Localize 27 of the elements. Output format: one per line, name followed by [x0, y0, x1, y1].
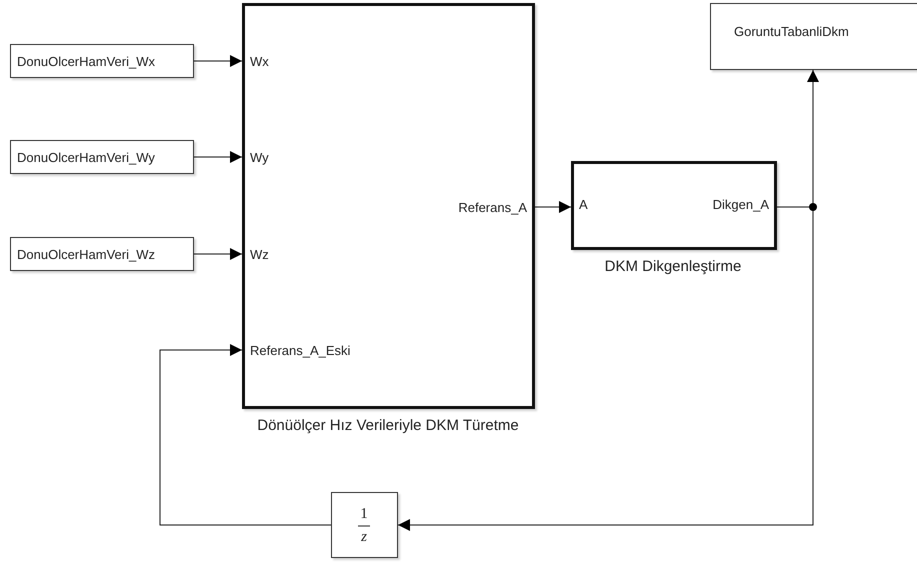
signal-line	[194, 55, 242, 67]
block-label: DonuOlcerHamVeri_Wz	[17, 246, 155, 262]
block	[10, 140, 194, 174]
block	[10, 44, 194, 78]
signal-line	[534, 201, 572, 213]
block-label: DonuOlcerHamVeri_Wx	[17, 54, 155, 68]
block	[10, 237, 194, 271]
subsystem-block	[571, 161, 777, 250]
port-label: Wx	[250, 54, 269, 68]
port-label: Wz	[250, 246, 269, 262]
signal-line	[160, 344, 332, 526]
signal-line	[194, 248, 242, 260]
block-caption: DKM Dikgenleştirme	[604, 258, 742, 276]
signal-line	[194, 151, 242, 163]
subsystem-block	[242, 3, 535, 409]
port-label: A	[579, 196, 588, 212]
denominator-text: z	[361, 530, 367, 544]
block-caption: Dönüölçer Hız Verileriyle DKM Türetme	[257, 417, 519, 435]
block-label: GoruntuTabanliDkm	[734, 24, 849, 38]
block	[710, 3, 917, 70]
port-label: Dikgen_A	[712, 196, 769, 212]
block-label: DonuOlcerHamVeri_Wy	[17, 150, 155, 164]
unit-delay-block	[331, 492, 398, 558]
numerator-text: 1	[360, 506, 368, 522]
port-label: Referans_A	[458, 200, 527, 214]
port-label: Referans_A_Eski	[250, 342, 350, 358]
port-label: Wy	[250, 150, 269, 164]
